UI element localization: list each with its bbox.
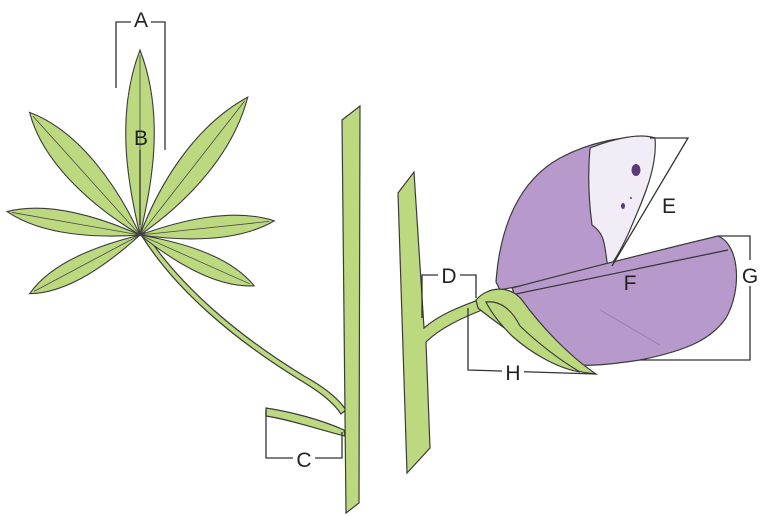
stem <box>342 106 360 513</box>
label-c-text: C <box>296 449 311 472</box>
stipule <box>266 408 345 436</box>
flower-stem <box>398 172 482 473</box>
label-h-text: H <box>505 362 520 385</box>
label-e-text: E <box>662 195 676 218</box>
label-e: E <box>659 192 679 218</box>
petiole <box>140 231 346 414</box>
label-d-text: D <box>441 265 456 288</box>
label-a: A <box>131 6 151 32</box>
standard-spot-dot <box>630 197 632 199</box>
label-b-text: B <box>134 127 148 150</box>
standard-spot-small <box>621 203 625 209</box>
label-d: D <box>438 262 460 288</box>
label-f: F <box>624 272 637 295</box>
label-f-text: F <box>624 272 637 295</box>
label-g-text: G <box>742 265 758 288</box>
flower-stem-main <box>398 172 482 473</box>
label-a-text: A <box>134 9 148 32</box>
palmate-leaf <box>5 50 346 414</box>
standard-spot-large <box>632 164 641 176</box>
label-h: H <box>502 358 524 385</box>
label-c: C <box>293 446 315 472</box>
flower <box>476 136 736 374</box>
label-b: B <box>134 127 148 150</box>
label-g: G <box>740 260 760 288</box>
